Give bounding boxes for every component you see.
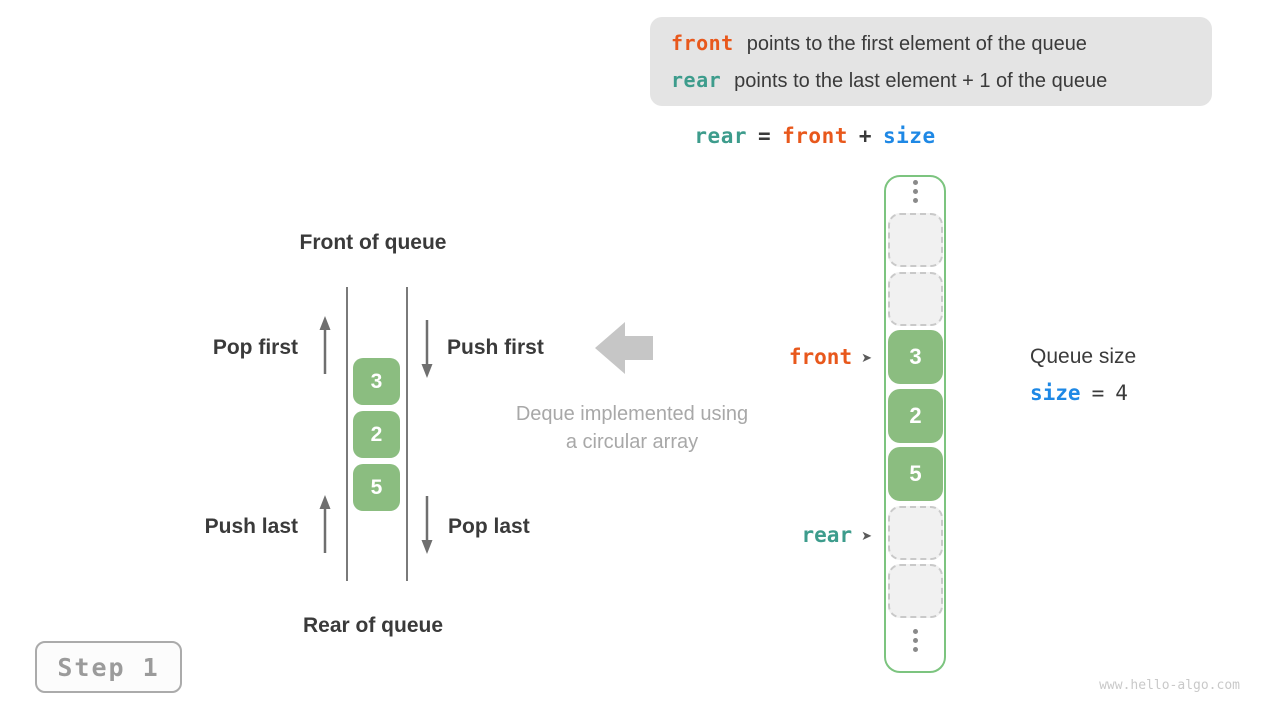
pop-first-label: Pop first <box>212 336 298 359</box>
caption-line-1: Deque implemented using <box>515 403 749 425</box>
step-badge: Step 1 <box>35 641 182 693</box>
rear-definition-text: points to the last element + 1 of the qu… <box>734 69 1108 92</box>
array-cell: 3 <box>888 330 943 384</box>
rear-definition-line: rear points to the last element + 1 of t… <box>671 65 1212 96</box>
push-last-label: Push last <box>204 515 298 538</box>
array-cell <box>888 213 943 267</box>
pop-first-up-arrow-icon <box>319 316 331 374</box>
push-first-down-arrow-icon <box>421 320 433 378</box>
rear-of-queue-label: Rear of queue <box>302 614 444 637</box>
rear-pointer: rear ➤ <box>730 522 872 548</box>
pointer-legend-box: front points to the first element of the… <box>650 17 1212 106</box>
diagram-caption: Deque implemented using a circular array <box>482 400 782 456</box>
size-equals: = <box>1091 381 1105 405</box>
front-definition-text: points to the first element of the queue <box>746 32 1087 55</box>
block-arrow-left-icon <box>595 322 653 374</box>
ellipsis-bottom-icon <box>913 629 918 652</box>
front-definition-line: front points to the first element of the… <box>671 28 1212 59</box>
queue-size-label: Queue size <box>1030 345 1137 368</box>
caption-line-2: a circular array <box>565 431 699 453</box>
array-cell <box>888 506 943 560</box>
array-cell <box>888 272 943 326</box>
array-cell: 5 <box>888 447 943 501</box>
array-cell: 2 <box>888 389 943 443</box>
queue-left-wall <box>346 287 348 581</box>
array-cell <box>888 564 943 618</box>
pop-last-label: Pop last <box>448 515 530 538</box>
front-pointer-label: front <box>788 345 853 369</box>
queue-element: 5 <box>353 464 400 511</box>
ellipsis-top-icon <box>913 180 918 203</box>
pointer-arrowhead-icon: ➤ <box>861 527 872 543</box>
pointer-arrowhead-icon: ➤ <box>861 349 872 365</box>
queue-right-wall <box>406 287 408 581</box>
size-value: 4 <box>1115 381 1128 405</box>
push-last-up-arrow-icon <box>319 495 331 553</box>
pop-last-down-arrow-icon <box>421 496 433 554</box>
equation-rear: rear <box>694 124 747 148</box>
equation-front: front <box>782 124 848 148</box>
equation-equals: = <box>757 124 772 148</box>
equation-size: size <box>883 124 936 148</box>
push-first-label: Push first <box>447 336 544 359</box>
watermark: www.hello-algo.com <box>1099 678 1240 693</box>
equation-plus: + <box>858 124 873 148</box>
front-keyword: front <box>671 30 734 55</box>
front-of-queue-label: Front of queue <box>299 231 447 254</box>
queue-element: 3 <box>353 358 400 405</box>
rear-pointer-label: rear <box>801 523 853 547</box>
rear-keyword: rear <box>671 67 722 92</box>
rear-equation: rear = front + size <box>640 122 990 150</box>
front-pointer: front ➤ <box>730 344 872 370</box>
queue-size-equation: size = 4 <box>1030 381 1128 405</box>
size-variable: size <box>1030 381 1081 405</box>
queue-element: 2 <box>353 411 400 458</box>
